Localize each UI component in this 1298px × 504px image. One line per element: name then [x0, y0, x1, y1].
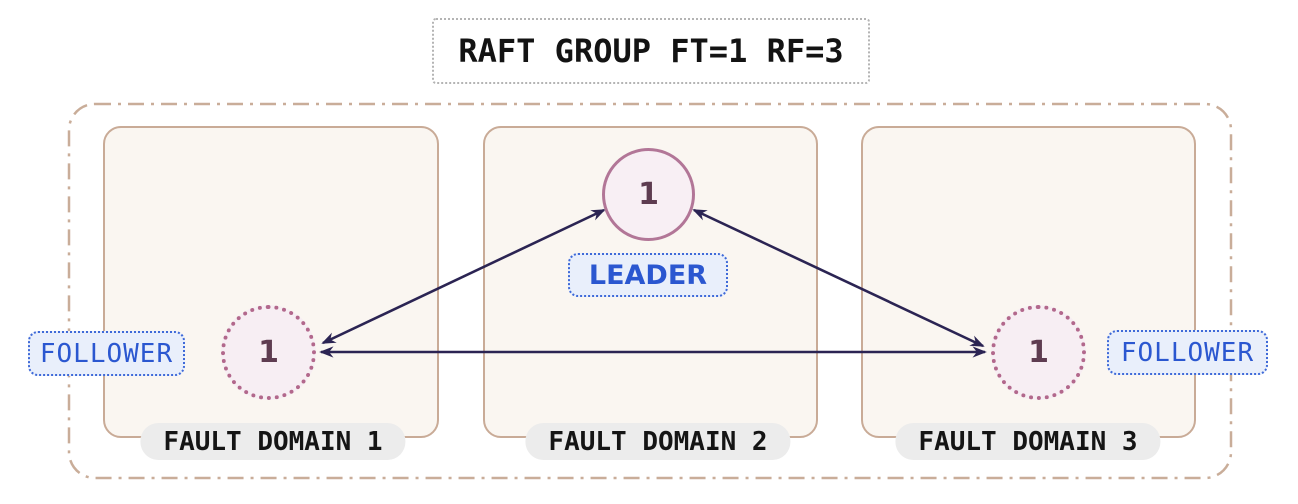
leader-node-value: 1	[638, 177, 659, 212]
follower-right-node-value: 1	[1028, 335, 1049, 370]
fault-domain-1-label: FAULT DOMAIN 1	[140, 423, 406, 460]
diagram-title: RAFT GROUP FT=1 RF=3	[458, 32, 844, 70]
fault-domain-2-label: FAULT DOMAIN 2	[525, 423, 791, 460]
follower-right-role-badge: FOLLOWER	[1107, 330, 1268, 375]
fault-domain-1-text: FAULT DOMAIN 1	[163, 426, 383, 457]
follower-right-node-circle: 1	[991, 305, 1086, 400]
leader-node-circle: 1	[602, 148, 695, 241]
leader-role-badge: LEADER	[568, 253, 728, 297]
leader-role-text: LEADER	[588, 259, 708, 291]
diagram-title-box: RAFT GROUP FT=1 RF=3	[432, 18, 870, 84]
fault-domain-2-text: FAULT DOMAIN 2	[548, 426, 768, 457]
follower-left-node-circle: 1	[221, 305, 316, 400]
follower-right-role-text: FOLLOWER	[1120, 337, 1255, 368]
fault-domain-3-text: FAULT DOMAIN 3	[918, 426, 1138, 457]
follower-left-role-text: FOLLOWER	[39, 338, 174, 369]
fault-domain-3-label: FAULT DOMAIN 3	[895, 423, 1161, 460]
follower-left-node-value: 1	[258, 335, 279, 370]
follower-left-role-badge: FOLLOWER	[28, 331, 185, 376]
